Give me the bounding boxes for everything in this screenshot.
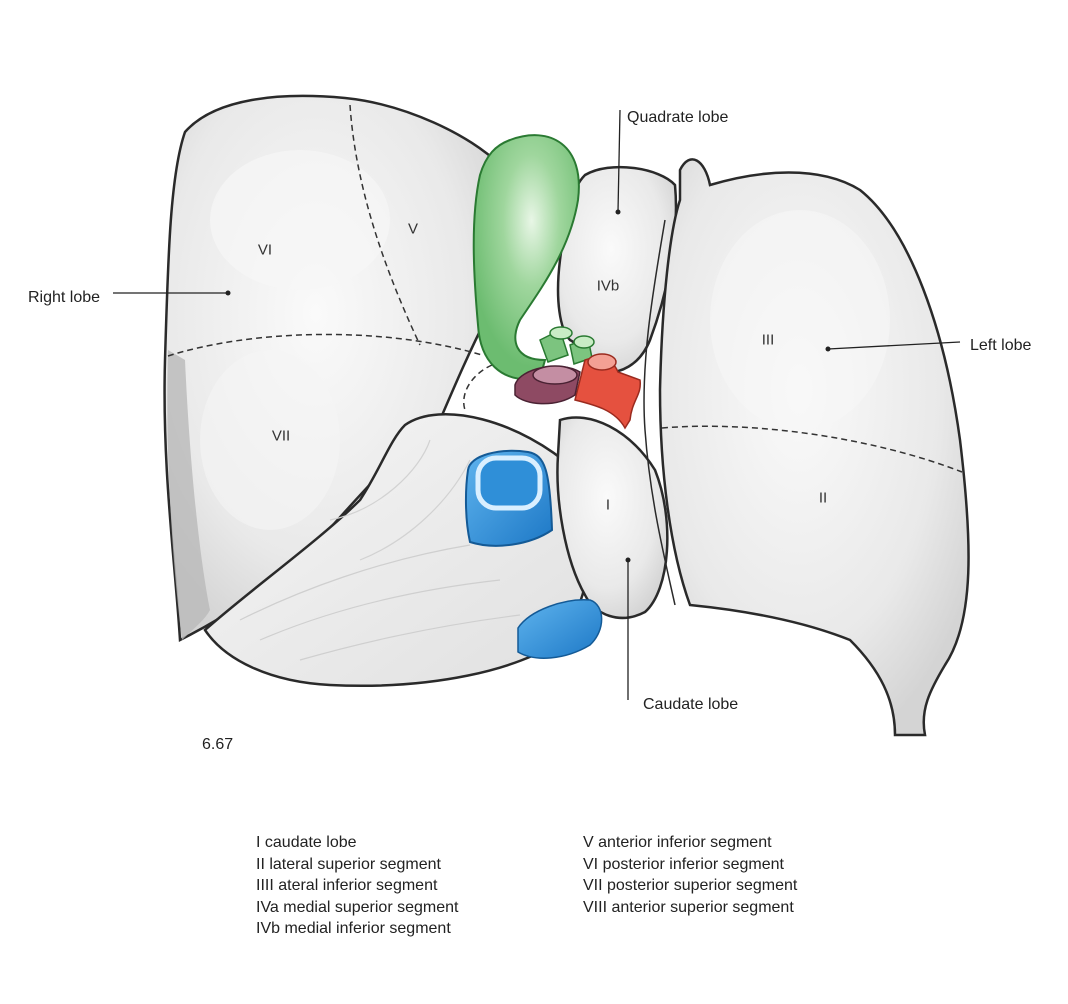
legend-left: I caudate lobe II lateral superior segme… bbox=[256, 832, 458, 940]
segment-v-label: V bbox=[407, 220, 419, 238]
right-lobe-label: Right lobe bbox=[28, 289, 101, 306]
leader-lines bbox=[113, 109, 961, 700]
legend-item: IIII ateral inferior segment bbox=[256, 877, 438, 894]
segment-iii-label: III bbox=[761, 331, 775, 349]
caudate-lobe-label: Caudate lobe bbox=[643, 696, 739, 713]
legend-item: IVb medial inferior segment bbox=[256, 920, 451, 937]
figure-number: 6.67 bbox=[202, 736, 234, 753]
legend-item: I caudate lobe bbox=[256, 834, 357, 851]
segment-i-label: I bbox=[605, 496, 611, 514]
legend-item: VII posterior superior segment bbox=[583, 877, 798, 894]
legend-item: IVa medial superior segment bbox=[256, 898, 459, 916]
gallbladder bbox=[472, 134, 580, 381]
caudate-lobe bbox=[556, 416, 669, 620]
right-lobe bbox=[163, 94, 502, 642]
legend-item: II lateral superior segment bbox=[256, 855, 441, 873]
segment-ivb-label: IVb bbox=[596, 277, 620, 295]
legend-item: V anterior inferior segment bbox=[583, 834, 772, 851]
segment-ii-label: II bbox=[818, 489, 828, 507]
left-lobe-label: Left lobe bbox=[970, 337, 1032, 354]
ligament-line bbox=[643, 219, 676, 606]
bile-ducts bbox=[539, 326, 595, 365]
segment-vi-label: VI bbox=[257, 241, 273, 259]
hepatic-artery bbox=[574, 353, 641, 430]
legend-item: VIII anterior superior segment bbox=[583, 898, 794, 916]
portal-vein bbox=[514, 365, 581, 405]
vena-cava bbox=[464, 449, 554, 547]
legend-right: V anterior inferior segment VI posterior… bbox=[583, 832, 797, 918]
legend-item: VI posterior inferior segment bbox=[583, 855, 784, 873]
left-lobe bbox=[658, 158, 970, 737]
ligamentum-venosum-vessel bbox=[517, 599, 603, 659]
segment-vii-label: VII bbox=[271, 427, 291, 445]
quadrate-lobe-label: Quadrate lobe bbox=[627, 109, 729, 126]
